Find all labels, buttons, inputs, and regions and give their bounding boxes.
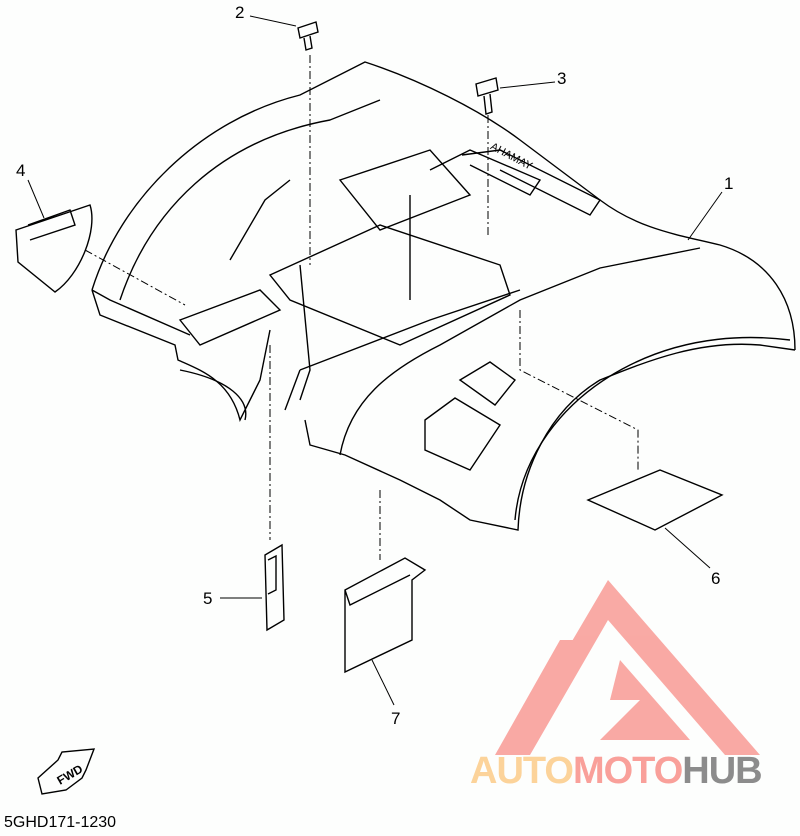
bolt-2 — [297, 21, 319, 51]
rear-fender: YAMAHA — [91, 61, 796, 531]
watermark-text: AUTOMOTOHUB — [470, 750, 763, 793]
callout-7: 7 — [391, 709, 401, 728]
fwd-arrow-icon: FWD — [37, 748, 96, 795]
callout-lines — [27, 15, 723, 706]
callout-3: 3 — [557, 69, 567, 88]
part-7-plate — [344, 557, 427, 674]
leader-lines — [84, 55, 639, 560]
callout-5: 5 — [203, 589, 213, 608]
bolt-3 — [475, 77, 499, 115]
fwd-label: FWD — [55, 762, 86, 788]
part-4-label — [15, 204, 93, 293]
part-5-plate — [264, 543, 285, 632]
part-6-plate — [586, 469, 724, 531]
watermark-auto: AUTO — [470, 750, 574, 792]
callout-1: 1 — [724, 174, 734, 193]
watermark-logo — [495, 580, 760, 755]
watermark-hub: HUB — [682, 750, 762, 792]
callout-4: 4 — [16, 161, 26, 180]
watermark-moto: MOTO — [572, 750, 683, 792]
callout-2: 2 — [235, 3, 245, 22]
callout-6: 6 — [711, 569, 721, 588]
diagram-code: 5GHD171-1230 — [4, 814, 117, 831]
